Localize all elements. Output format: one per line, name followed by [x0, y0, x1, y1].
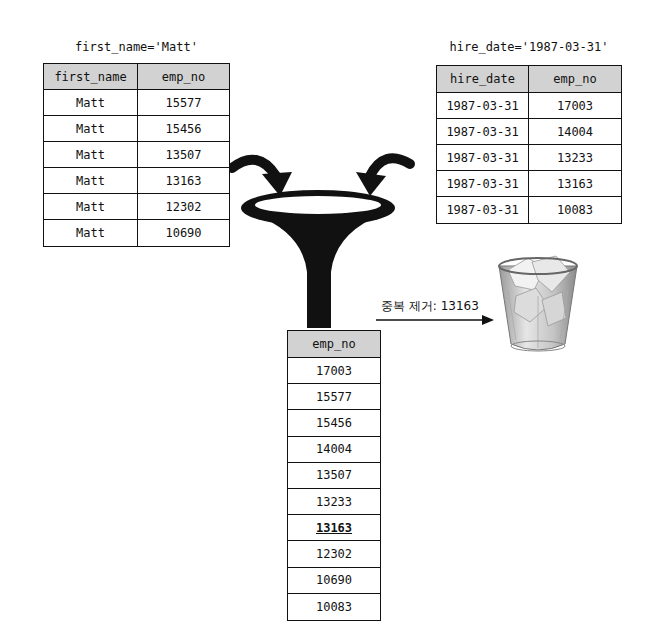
table-cell: 17003 — [529, 93, 621, 119]
table-cell: 17003 — [288, 358, 380, 384]
funnel — [241, 190, 395, 328]
column-header: first_name — [44, 64, 138, 90]
table-cell: 14004 — [529, 119, 621, 145]
table-cell: 10690 — [288, 568, 380, 594]
table-cell: 1987-03-31 — [437, 145, 529, 171]
table-cell: Matt — [44, 116, 138, 142]
table-cell: 15456 — [288, 410, 380, 436]
table-cell: 14004 — [288, 437, 380, 463]
table-cell: Matt — [44, 90, 138, 116]
table-cell: 13507 — [288, 463, 380, 489]
table-condition: hire_date='1987-03-31' — [436, 40, 622, 65]
table-cell: 15577 — [288, 384, 380, 410]
table-cell: 1987-03-31 — [437, 197, 529, 223]
table-cell: 1987-03-31 — [437, 119, 529, 145]
data-table: first_name='Matt'first_nameemp_noMatt155… — [43, 40, 230, 247]
curved-arrow — [356, 158, 410, 196]
table-frame: hire_dateemp_no1987-03-31170031987-03-31… — [436, 65, 622, 224]
table-cell: 13163 — [288, 515, 380, 541]
table-cell: Matt — [44, 168, 138, 194]
table-cell: Matt — [44, 220, 138, 246]
data-table: hire_date='1987-03-31'hire_dateemp_no198… — [436, 40, 622, 224]
column-header: hire_date — [437, 66, 529, 93]
column-header: emp_no — [138, 64, 229, 90]
table-cell: 12302 — [138, 194, 229, 220]
table-cell: 10690 — [138, 220, 229, 246]
table-condition: first_name='Matt' — [43, 40, 230, 63]
table-cell: 13163 — [529, 171, 621, 197]
table-cell: 13233 — [529, 145, 621, 171]
table-cell: 15456 — [138, 116, 229, 142]
column-header: emp_no — [288, 331, 380, 358]
trash-can — [499, 256, 577, 351]
table-cell: Matt — [44, 194, 138, 220]
table-cell: 10083 — [529, 197, 621, 223]
table-cell: 1987-03-31 — [437, 93, 529, 119]
table-cell: 13163 — [138, 168, 229, 194]
table-cell: 1987-03-31 — [437, 171, 529, 197]
table-cell: 13507 — [138, 142, 229, 168]
curved-arrow — [232, 160, 292, 196]
table-cell: 15577 — [138, 90, 229, 116]
column-header: emp_no — [529, 66, 621, 93]
table-cell: Matt — [44, 142, 138, 168]
table-frame: first_nameemp_noMatt15577Matt15456Matt13… — [43, 63, 230, 247]
table-frame: emp_no1700315577154561400413507132331316… — [287, 330, 381, 621]
table-cell: 13233 — [288, 489, 380, 515]
table-cell: 10083 — [288, 594, 380, 620]
table-cell: 12302 — [288, 541, 380, 567]
removal-arrow — [376, 315, 494, 325]
removal-note: 중복 제거: 13163 — [381, 298, 479, 315]
data-table: emp_no1700315577154561400413507132331316… — [287, 330, 381, 621]
